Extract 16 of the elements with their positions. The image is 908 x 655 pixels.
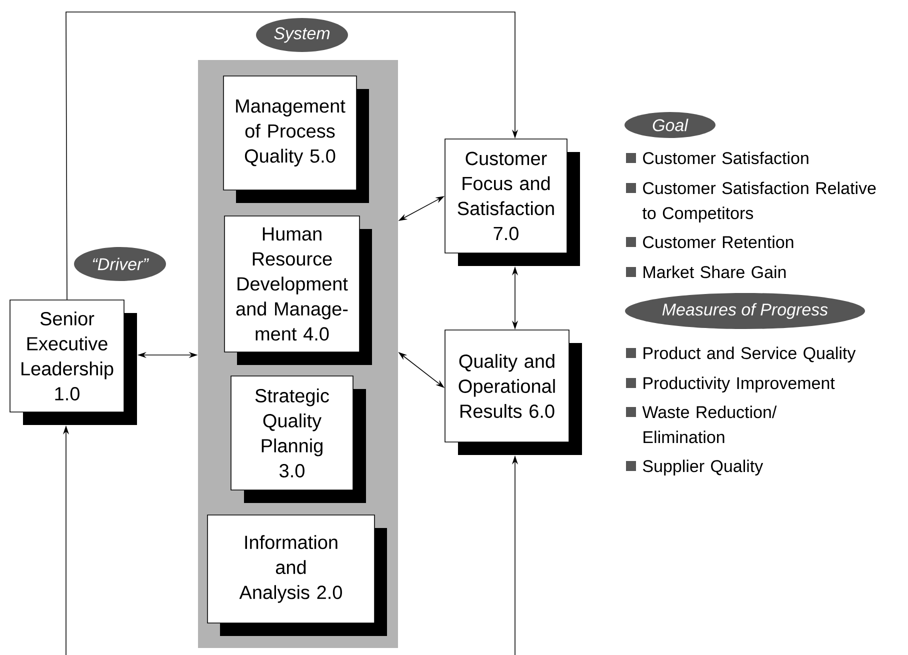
bullet-item: Product and Service Quality: [626, 346, 856, 363]
process-box: Information and Analysis 2.0: [207, 514, 387, 636]
bullet-item: Waste Reduction/ Elimination: [626, 406, 777, 444]
process-box: Strategic Quality Plannig 3.0: [230, 376, 366, 503]
bullet-item: Customer Satisfaction Relative to Competitors: [626, 182, 876, 223]
bullet-item: Customer Retention: [626, 236, 794, 248]
bullet-item: Market Share Gain: [626, 266, 786, 278]
process-box: Customer Focus and Satisfaction 7.0: [444, 138, 580, 266]
bullet-item: Supplier Quality: [626, 460, 764, 476]
process-box: Human Resource Development and Manage-ment 4.0: [224, 216, 372, 365]
bullet-item: Productivity Improvement: [626, 376, 835, 393]
arrow: [66, 12, 518, 300]
bullet-item: Customer Satisfaction: [626, 152, 808, 164]
process-box: Quality and Operational Results 6.0: [444, 330, 582, 455]
process-box: Senior Executive Leadership 1.0: [10, 300, 137, 425]
process-box: Management of Process Quality 5.0: [223, 76, 369, 203]
